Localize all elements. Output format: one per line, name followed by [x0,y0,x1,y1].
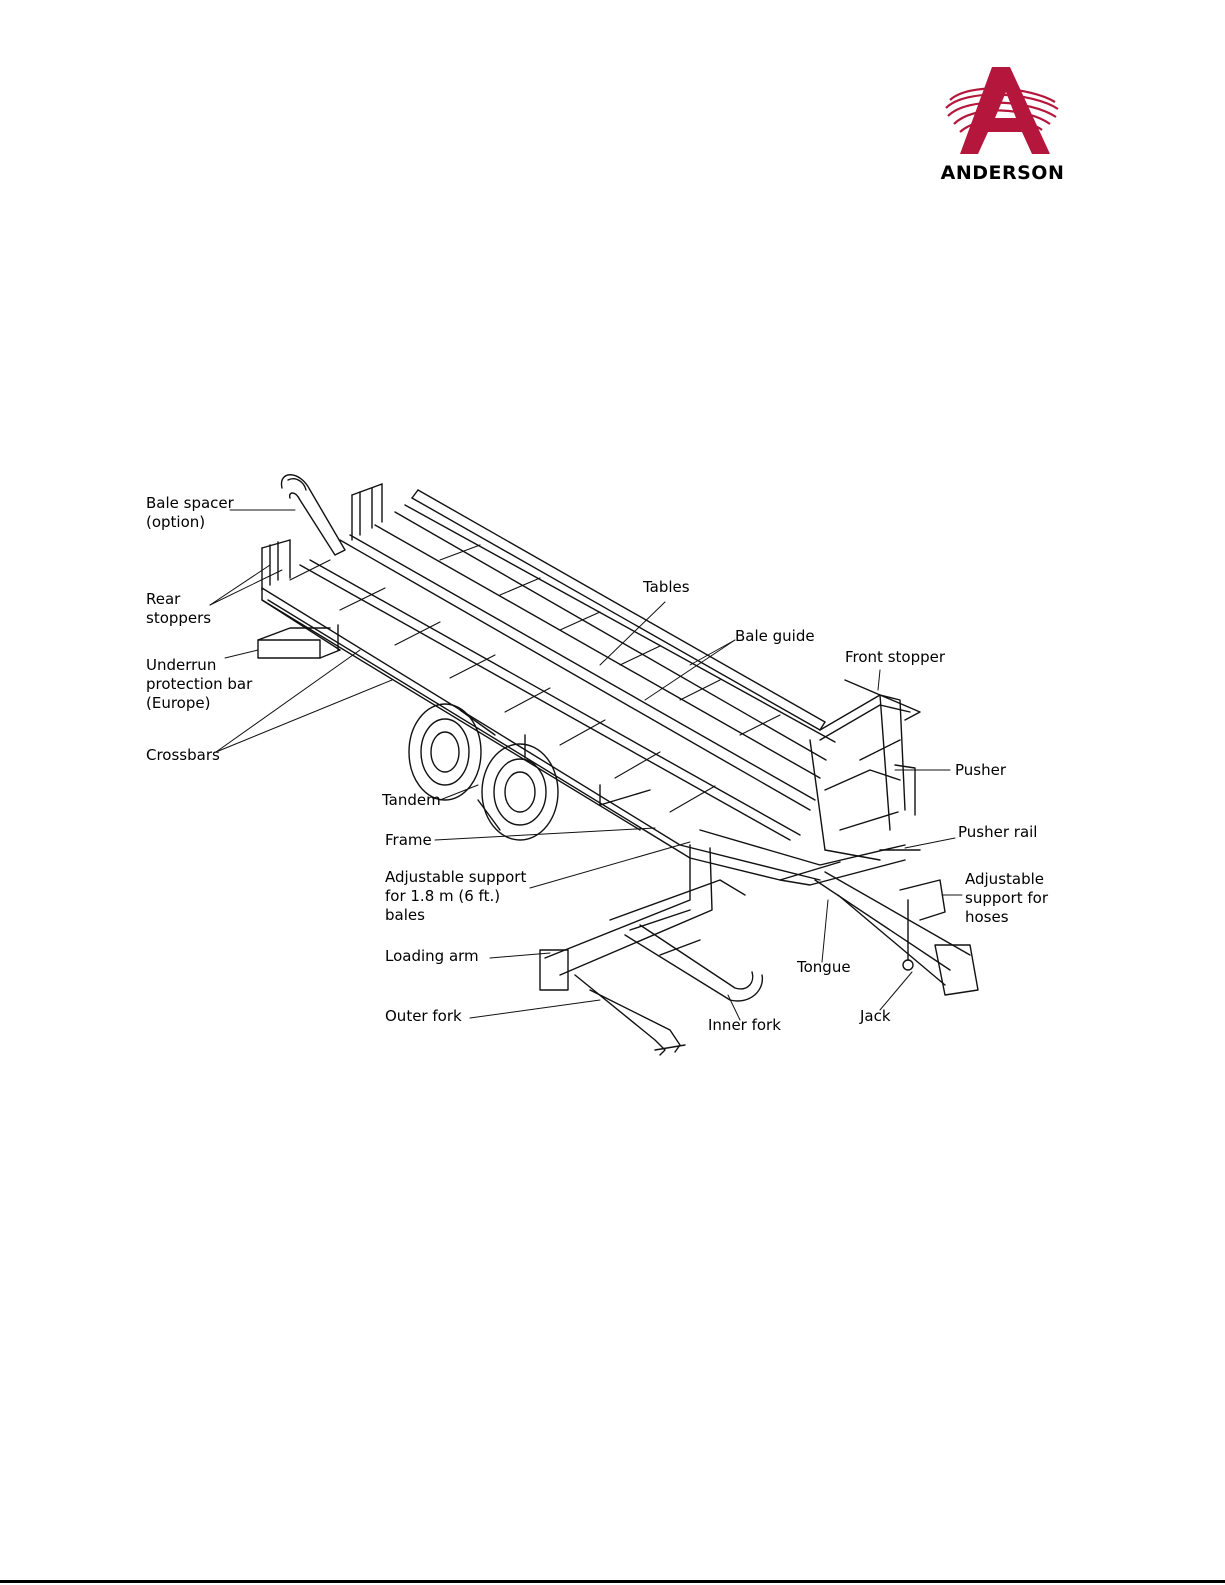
label-outer-fork: Outer fork [385,1007,462,1026]
label-front-stopper: Front stopper [845,648,945,667]
label-tongue: Tongue [797,958,851,977]
label-adjustable-support-hoses: Adjustable support for hoses [965,870,1048,927]
label-pusher-rail: Pusher rail [958,823,1037,842]
label-adjustable-support-bales: Adjustable support for 1.8 m (6 ft.) bal… [385,868,526,925]
outer-fork [575,975,685,1055]
underrun-bar [258,628,340,658]
label-tables: Tables [643,578,690,597]
label-loading-arm: Loading arm [385,947,479,966]
bale-guide-rail [412,490,825,730]
label-bale-spacer: Bale spacer (option) [146,494,234,532]
label-pusher: Pusher [955,761,1006,780]
label-inner-fork: Inner fork [708,1016,781,1035]
label-rear-stoppers: Rear stoppers [146,590,211,628]
label-jack: Jack [860,1007,891,1026]
label-frame: Frame [385,831,432,850]
bale-spacer [282,475,345,555]
loading-arm [540,845,745,990]
label-underrun-protection-bar: Underrun protection bar (Europe) [146,656,252,713]
rear-stoppers [262,484,382,590]
label-bale-guide: Bale guide [735,627,815,646]
bottom-rule [0,1580,1225,1583]
label-crossbars: Crossbars [146,746,220,765]
crossbars [290,545,780,812]
inner-fork [625,925,762,1001]
label-tandem: Tandem [382,791,441,810]
